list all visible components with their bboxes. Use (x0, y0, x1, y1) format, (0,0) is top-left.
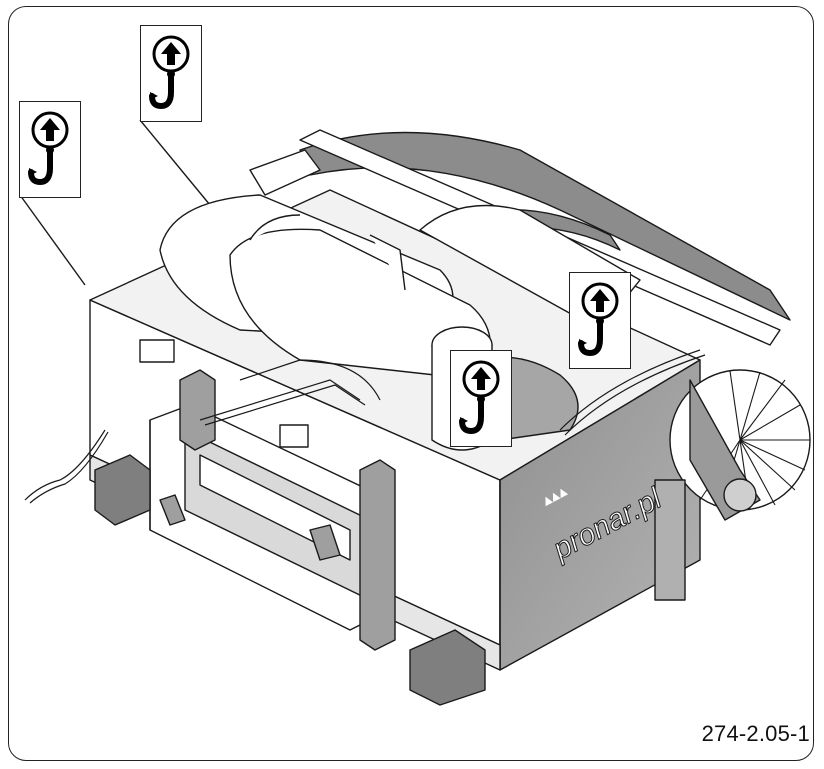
lifting-point-label-2 (19, 101, 81, 198)
hopper-covers (159, 194, 641, 451)
lifting-hook-icon (28, 111, 69, 186)
lifting-hook-icon (149, 35, 190, 110)
lifting-hook-icon (578, 282, 619, 357)
lifting-point-label-1 (140, 25, 202, 122)
figure-id: 274-2.05-1 (701, 721, 810, 746)
figure-frame (8, 6, 814, 761)
support-feet (94, 454, 486, 706)
lifting-point-label-3 (569, 272, 631, 369)
hoses (24, 349, 706, 504)
mounting-frame (149, 369, 396, 651)
lifting-hook-icon (459, 360, 500, 435)
lifting-point-label-4 (450, 350, 512, 447)
side-brush (654, 369, 811, 601)
